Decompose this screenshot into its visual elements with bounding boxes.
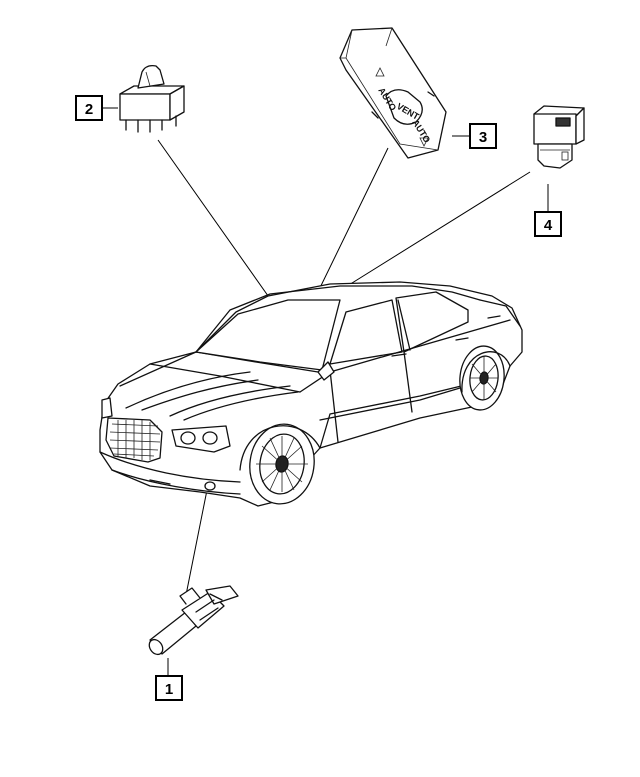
callout-2: 2 — [75, 95, 103, 121]
callout-1: 1 — [155, 675, 183, 701]
rocker-switch-illustration — [533, 105, 585, 169]
callout-4: 4 — [534, 211, 562, 237]
relay-switch-illustration — [119, 64, 185, 133]
callout-number-3: 3 — [479, 129, 487, 146]
brake-lamp-switch-illustration — [148, 585, 239, 656]
callout-3: 3 — [469, 123, 497, 149]
leader-line-4 — [327, 171, 531, 299]
callout-number-1: 1 — [165, 681, 173, 698]
leader-line-3 — [314, 147, 389, 299]
callout-number-2: 2 — [85, 101, 93, 118]
vehicle-illustration — [99, 281, 523, 507]
sunroof-switch-illustration: AUTO VENT AUTO — [339, 27, 447, 159]
callout-number-4: 4 — [544, 217, 553, 234]
